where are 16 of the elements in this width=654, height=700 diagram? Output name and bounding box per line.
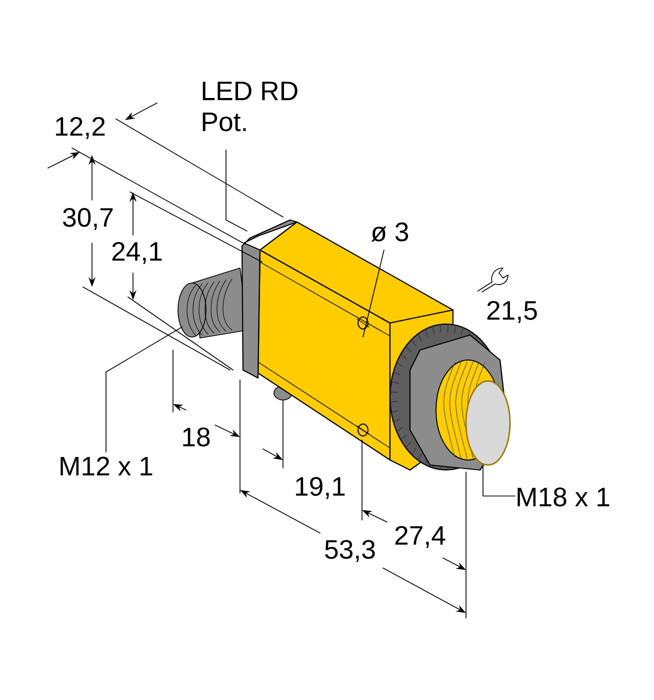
leader-line (482, 466, 516, 496)
callout-label: ø 3 (371, 222, 408, 242)
leader-line (106, 326, 182, 452)
callout-label: M18 x 1 (518, 488, 610, 506)
callout-label: LED RD Pot. (202, 82, 298, 132)
dimension-label: 19,1 (296, 476, 345, 500)
leader-line (362, 250, 384, 338)
callout-label: M12 x 1 (60, 456, 152, 476)
dimension-label: 27,4 (395, 526, 446, 548)
dimension-label: 21,5 (487, 300, 537, 324)
dimension-label: 18 (183, 428, 210, 446)
dimension-label: 24,1 (112, 242, 162, 264)
dimension-label: 12,2 (56, 116, 105, 140)
dimension-label: 30,7 (63, 208, 113, 230)
dimension-label: 53,3 (325, 540, 375, 562)
leader-line (226, 150, 248, 232)
